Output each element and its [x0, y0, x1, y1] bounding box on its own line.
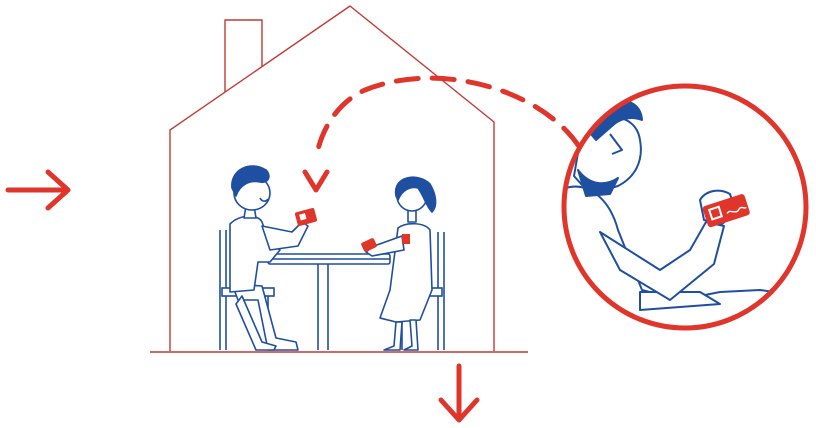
magnified-detail: [560, 86, 816, 330]
house-outline: [170, 6, 494, 351]
chimney: [225, 20, 262, 92]
card-icon: [295, 208, 318, 227]
dashed-curved-arrow-icon: [305, 78, 578, 190]
arrow-right-icon: [8, 172, 68, 208]
table: [268, 254, 390, 350]
arrow-down-icon: [441, 366, 477, 420]
